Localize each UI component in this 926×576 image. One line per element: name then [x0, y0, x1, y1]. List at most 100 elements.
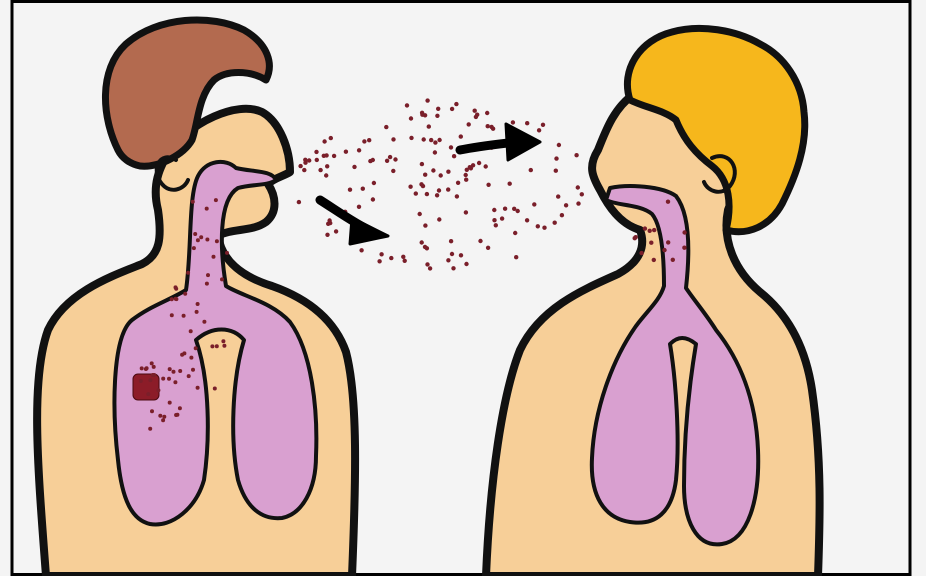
droplet: [508, 182, 512, 186]
droplet: [420, 113, 424, 117]
droplet: [189, 329, 193, 333]
droplet: [532, 202, 536, 206]
droplet: [556, 194, 560, 198]
droplet: [467, 122, 471, 126]
droplet: [564, 203, 568, 207]
droplet: [464, 178, 468, 182]
droplet: [511, 120, 515, 124]
droplet: [145, 366, 149, 370]
droplet: [192, 246, 196, 250]
droplet: [151, 373, 155, 377]
droplet: [139, 379, 143, 383]
droplet: [196, 386, 200, 390]
droplet: [162, 415, 166, 419]
droplet: [431, 168, 435, 172]
droplet: [212, 255, 216, 259]
droplet: [140, 366, 144, 370]
droplet: [554, 156, 558, 160]
droplet: [344, 150, 348, 154]
droplet: [486, 183, 490, 187]
droplet: [178, 369, 182, 373]
droplet: [194, 346, 198, 350]
droplet: [449, 145, 453, 149]
droplet: [199, 235, 203, 239]
droplet: [574, 153, 578, 157]
droplet: [215, 239, 219, 243]
droplet: [639, 251, 643, 255]
droplet: [662, 248, 666, 252]
droplet: [454, 102, 458, 106]
droplet: [671, 258, 675, 262]
droplet: [491, 127, 495, 131]
droplet: [459, 134, 463, 138]
droplet: [298, 164, 302, 168]
droplet: [425, 192, 429, 196]
droplet: [196, 302, 200, 306]
droplet: [633, 236, 637, 240]
droplet: [649, 241, 653, 245]
droplet: [359, 248, 363, 252]
droplet: [409, 136, 413, 140]
droplet: [322, 154, 326, 158]
droplet: [167, 377, 171, 381]
droplet: [322, 139, 326, 143]
droplet: [492, 218, 496, 222]
droplet: [348, 188, 352, 192]
droplet: [439, 173, 443, 177]
droplet: [161, 418, 165, 422]
droplet: [403, 259, 407, 263]
droplet: [484, 164, 488, 168]
droplet: [437, 217, 441, 221]
droplet: [221, 339, 225, 343]
droplet: [464, 210, 468, 214]
droplet: [451, 266, 455, 270]
droplet: [332, 154, 336, 158]
droplet: [418, 212, 422, 216]
droplet: [362, 139, 366, 143]
droplet: [174, 285, 178, 289]
droplet: [500, 216, 504, 220]
droplet: [409, 116, 413, 120]
droplet: [174, 297, 178, 301]
droplet: [146, 392, 150, 396]
droplet: [486, 124, 490, 128]
droplet: [377, 259, 381, 263]
droplet: [557, 143, 561, 147]
droplet: [196, 238, 200, 242]
droplet: [372, 181, 376, 185]
droplet: [446, 170, 450, 174]
droplet: [525, 218, 529, 222]
droplet: [189, 356, 193, 360]
droplet: [446, 187, 450, 191]
droplet: [542, 226, 546, 230]
droplet: [352, 165, 356, 169]
droplet: [182, 351, 186, 355]
droplet: [485, 111, 489, 115]
droplet: [175, 413, 179, 417]
droplet: [367, 138, 371, 142]
droplet: [486, 246, 490, 250]
droplet: [446, 258, 450, 262]
droplet: [391, 169, 395, 173]
droplet: [170, 313, 174, 317]
droplet: [427, 124, 431, 128]
droplet: [206, 273, 210, 277]
droplet: [388, 155, 392, 159]
droplet: [456, 181, 460, 185]
droplet: [428, 266, 432, 270]
droplet: [450, 252, 454, 256]
droplet: [437, 188, 441, 192]
droplet: [529, 168, 533, 172]
droplet: [554, 169, 558, 173]
droplet: [423, 223, 427, 227]
droplet: [297, 200, 301, 204]
droplet: [648, 229, 652, 233]
droplet: [334, 229, 338, 233]
droplet: [391, 137, 395, 141]
droplet: [449, 239, 453, 243]
droplet: [168, 401, 172, 405]
droplet: [148, 378, 152, 382]
droplet: [385, 159, 389, 163]
